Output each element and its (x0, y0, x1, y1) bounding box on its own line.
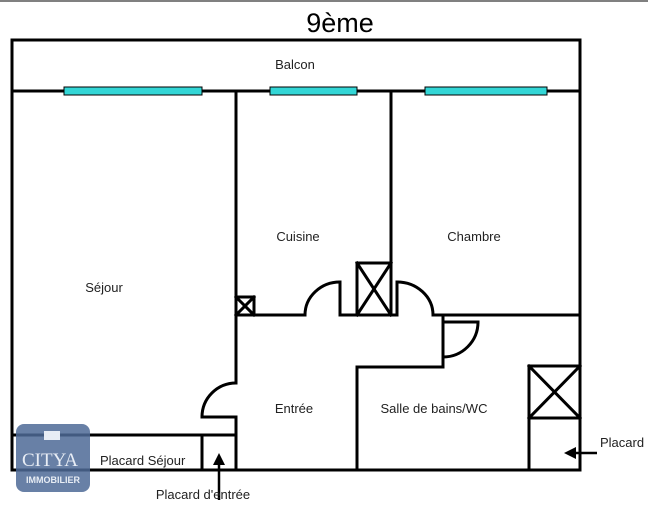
room-label-entree: Entrée (275, 401, 313, 416)
room-label-salle-de-bains: Salle de bains/WC (381, 401, 488, 416)
logo-name: CITYA (22, 450, 78, 471)
floor-title: 9ème (306, 8, 374, 38)
door-bathroom (441, 320, 480, 359)
window (63, 86, 203, 96)
room-label-chambre: Chambre (447, 229, 500, 244)
label-placard-entree: Placard d'entrée (156, 487, 250, 502)
window (424, 86, 548, 96)
door-kitchen (303, 280, 342, 317)
duct-small (233, 294, 257, 318)
door-bedroom (395, 280, 435, 317)
door-entrance (200, 381, 238, 419)
room-label-balcon: Balcon (275, 57, 315, 72)
label-placard-sejour: Placard Séjour (100, 453, 186, 468)
duct-bathroom (526, 363, 583, 421)
outer-wall (10, 38, 582, 472)
room-label-cuisine: Cuisine (276, 229, 319, 244)
window (269, 86, 358, 96)
duct-kitchen (354, 260, 394, 318)
label-placard: Placard (600, 435, 644, 450)
logo-subtitle: IMMOBILIER (26, 475, 80, 485)
room-label-sejour: Séjour (85, 280, 123, 295)
arrow-placard-entree-icon (213, 453, 225, 500)
arrow-placard-icon (564, 447, 597, 459)
citya-logo: CITYA IMMOBILIER (16, 424, 90, 492)
